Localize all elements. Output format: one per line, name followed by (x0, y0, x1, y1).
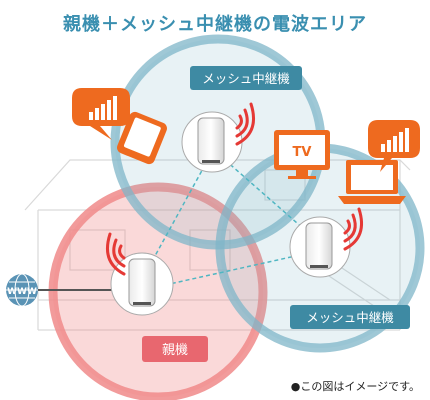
image-note: ●この図はイメージです。 (290, 380, 420, 393)
wifi-signal-icon (343, 207, 363, 251)
mesh-router-top (181, 111, 243, 173)
mesh-right-label-box (290, 305, 410, 329)
mesh-router-right (289, 216, 351, 278)
parent-label-box (142, 336, 208, 362)
signal-bars-icon (89, 96, 117, 120)
www-label: WWW (7, 287, 37, 297)
parent-router (110, 252, 174, 316)
laptop-icon (338, 160, 406, 204)
tv-label: TV (293, 145, 312, 160)
smartphone-icon (117, 111, 167, 165)
diagram-title: 親機＋メッシュ中継機の電波エリア (63, 14, 367, 35)
mesh-top-label-box (190, 66, 302, 90)
mesh-links (149, 159, 306, 286)
mesh-right-label: メッシュ中継機 (306, 310, 394, 325)
mesh-top-label: メッシュ中継機 (202, 71, 290, 86)
globe-icon (6, 273, 38, 307)
tv-icon (274, 130, 330, 179)
signal-bars-icon (381, 128, 409, 152)
parent-label: 親機 (162, 343, 188, 358)
wifi-signal-icon (106, 232, 126, 276)
wifi-signal-icon (235, 102, 255, 146)
